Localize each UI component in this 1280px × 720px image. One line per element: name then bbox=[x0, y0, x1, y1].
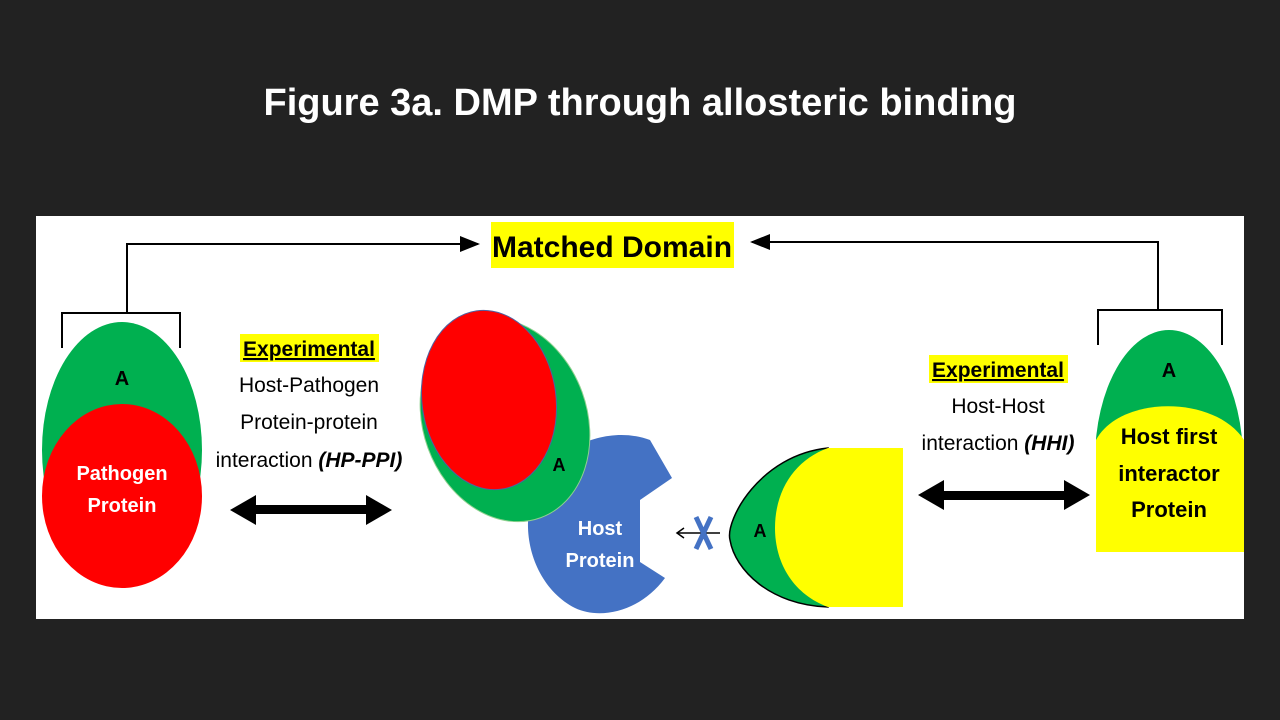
experimental-heading: Experimental bbox=[932, 359, 1064, 382]
pathogen-protein-shape: A Pathogen Protein bbox=[42, 322, 202, 588]
host-label: Protein bbox=[566, 550, 635, 572]
experimental-highlight bbox=[240, 334, 379, 362]
domain-a-label: A bbox=[754, 521, 767, 541]
experimental-highlight bbox=[929, 355, 1068, 383]
pathogen-label: Protein bbox=[88, 495, 157, 517]
domain-a-label: A bbox=[115, 368, 129, 390]
matched-domain-label: Matched Domain bbox=[492, 231, 732, 264]
double-arrow-icon bbox=[230, 495, 392, 525]
interaction-text: Host-Host bbox=[951, 395, 1045, 418]
interaction-text: interaction (HP-PPI) bbox=[216, 449, 403, 472]
slide-title: Figure 3a. DMP through allosteric bindin… bbox=[263, 82, 1017, 124]
host-first-interactor-shape bbox=[1096, 330, 1244, 552]
host-first-label: interactor bbox=[1118, 461, 1220, 486]
left-bracket-connector bbox=[61, 236, 480, 348]
pathogen-label: Pathogen bbox=[76, 463, 167, 485]
domain-a-label: A bbox=[1162, 360, 1176, 382]
right-bracket-connector bbox=[750, 234, 1223, 345]
host-interactor-shape: A bbox=[728, 447, 903, 608]
interaction-text: interaction (HHI) bbox=[922, 432, 1075, 455]
double-arrow-icon bbox=[918, 480, 1090, 510]
interaction-text: Protein-protein bbox=[240, 411, 378, 434]
experimental-heading: Experimental bbox=[243, 338, 375, 361]
matched-domain-highlight bbox=[491, 222, 734, 268]
bound-pathogen-shape: A bbox=[419, 309, 591, 523]
domain-a-label: A bbox=[553, 455, 566, 475]
host-label: Host bbox=[578, 518, 623, 540]
host-first-label: Protein bbox=[1131, 497, 1207, 522]
interaction-text: Host-Pathogen bbox=[239, 374, 379, 397]
host-first-label: Host first bbox=[1121, 424, 1218, 449]
blocked-arrow-icon bbox=[675, 515, 720, 551]
